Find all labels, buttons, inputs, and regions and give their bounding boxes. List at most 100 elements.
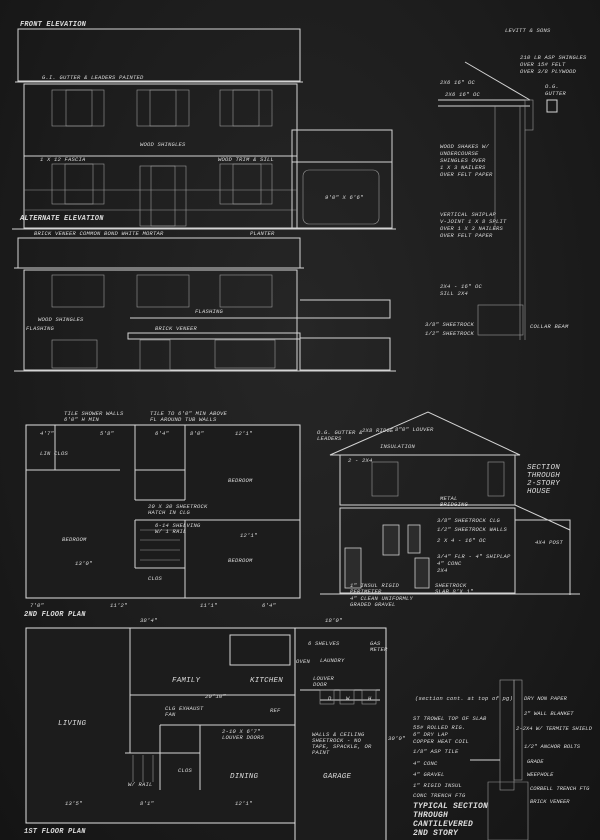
typical-section-title: TYPICAL SECTION <box>413 802 488 811</box>
label: BRICK VENEER <box>155 325 198 332</box>
label: GRADE <box>527 758 544 765</box>
room-closet: CLOS <box>178 767 193 774</box>
dimension: 18'0" <box>325 617 343 624</box>
label: 3/8" SHEETROCK <box>425 321 475 328</box>
dimension: 38'4" <box>140 617 158 624</box>
label-gutter: G.I. GUTTER & LEADERS PAINTED <box>42 74 144 81</box>
label: BRIDGING <box>440 501 469 508</box>
typical-section-title: CANTILEVERED <box>413 820 473 829</box>
dimension: 4'7" <box>40 430 55 437</box>
label: TAPE, SPACKLE, OR <box>312 743 372 750</box>
label: FLASHING <box>26 325 55 332</box>
garage <box>291 161 393 229</box>
dimension: 7'0" <box>30 602 45 609</box>
building-section: 2X8 RIDGE 8"0" LOUVER O.G. GUTTER & LEAD… <box>317 411 580 608</box>
label: 2X8 RIDGE <box>362 427 394 434</box>
firm-name: LEVITT & SONS <box>505 27 551 34</box>
label: 6-14 SHELVING <box>155 522 201 529</box>
room-dining: DINING <box>230 773 259 781</box>
label-shingles: WOOD SHINGLES <box>140 141 186 148</box>
label-brick: BRICK VENEER COMMON BOND WHITE MORTAR <box>34 230 164 237</box>
label: 210 LB ASP SHINGLES <box>520 54 587 61</box>
label: 6 SHELVES <box>308 640 340 647</box>
label: FAN <box>165 711 176 718</box>
label: LOUVER DOORS <box>222 734 265 741</box>
label: 4" CONC <box>437 560 462 567</box>
dimension: 8'0" <box>190 430 205 437</box>
dimension: 11'1" <box>200 602 218 609</box>
label: METAL <box>440 495 458 502</box>
section-title: SECTION <box>527 464 560 472</box>
dimension: 12'1" <box>235 430 253 437</box>
label: WOOD SHINGLES <box>38 316 84 323</box>
label: WOOD SHAKES W/ <box>440 143 490 150</box>
label: 55# ROLLED RIG. <box>413 724 466 731</box>
label: W/ 1 RAIL <box>155 528 187 535</box>
label: CLG EXHAUST <box>165 705 204 712</box>
label: WALLS & CEILING <box>312 731 365 738</box>
label: OVER FELT PAPER <box>440 232 493 239</box>
label: COPPER HEAT COIL <box>413 738 469 745</box>
label: 4" CONC <box>413 760 438 767</box>
label: 4" CLEAN UNIFORMLY <box>350 595 414 602</box>
label: FLASHING <box>195 308 224 315</box>
dimension: 20'10" <box>205 693 227 700</box>
label: DOOR <box>313 681 328 688</box>
room-laundry: LAUNDRY <box>320 657 345 664</box>
lower-wall <box>23 155 298 229</box>
label: 1/8" ASP TILE <box>413 748 459 755</box>
label: OVER 3/8 PLYWOOD <box>520 68 577 75</box>
label: PERIMETER <box>350 588 382 595</box>
label: OVER FELT PAPER <box>440 171 493 178</box>
dimension: 11'2" <box>110 602 128 609</box>
dimension: 12'1" <box>235 800 253 807</box>
room-kitchen: KITCHEN <box>250 677 283 685</box>
label: 2 X 4 - 16" OC <box>437 537 487 544</box>
label: GAS <box>370 640 381 647</box>
label: DRY NON PAPER <box>524 695 568 702</box>
dimension: 12'1" <box>240 532 258 539</box>
appliance-dryer: D <box>328 695 332 702</box>
label: SHINGLES OVER <box>440 157 486 164</box>
label: BRICK VENEER <box>530 798 570 805</box>
label: O.G. GUTTER & <box>317 429 363 436</box>
label: LEADERS <box>317 435 342 442</box>
label: PAINT <box>312 749 330 756</box>
label: 1/2" ANCHOR BOLTS <box>524 743 581 750</box>
label: SHEETROCK <box>435 582 467 589</box>
alternate-elevation: ALTERNATE ELEVATION WOOD SHINGLES FLASHI… <box>14 215 396 372</box>
first-floor-plan-title: 1ST FLOOR PLAN <box>24 828 86 836</box>
label: WEEPHOLE <box>527 771 554 778</box>
typical-section-title: THROUGH <box>413 811 448 820</box>
label: 3/8" SHEETROCK CLG <box>437 517 501 524</box>
label: W/ RAIL <box>128 781 153 788</box>
second-floor-plan: TILE SHOWER WALLS 6'0" H MIN TILE TO 6'0… <box>24 410 301 619</box>
label: 2X6 16" OC <box>445 91 481 98</box>
label: INSULATION <box>380 443 416 450</box>
dimension: 6'4" <box>262 602 277 609</box>
label: O.G. <box>545 83 559 90</box>
second-floor-plan-title: 2ND FLOOR PLAN <box>24 611 86 619</box>
section-title: HOUSE <box>527 488 551 496</box>
label: UNDERCOURSE <box>440 150 479 157</box>
typical-section-detail: (section cont. at top of pg) ST TROWEL T… <box>413 679 593 840</box>
label-planter: PLANTER <box>250 230 275 237</box>
section-title: 2-STORY <box>527 480 560 488</box>
label: TILE SHOWER WALLS <box>64 410 124 417</box>
front-elevation: FRONT ELEVATION LEVITT & SONS G.I. GUTTE… <box>12 21 551 237</box>
label: LOUVER <box>313 675 335 682</box>
label: CONC TRENCH FTG <box>413 792 466 799</box>
label-trim: WOOD TRIM & SILL <box>218 156 274 163</box>
dimension: 13'0" <box>75 560 93 567</box>
alternate-elevation-title: ALTERNATE ELEVATION <box>19 215 104 223</box>
garage-door <box>302 169 380 225</box>
room-living: LIVING <box>58 720 87 728</box>
label: 2X6 16" OC <box>440 79 476 86</box>
label: FL AROUND TUB WALLS <box>150 416 217 423</box>
dimension: 30'0" <box>388 735 406 742</box>
label-garage-door: 9'0" X 6'6" <box>325 194 364 201</box>
label: 2X4 - 16" OC <box>440 283 483 290</box>
label: COLLAR BEAM <box>530 323 569 330</box>
label: OVEN <box>296 658 311 665</box>
